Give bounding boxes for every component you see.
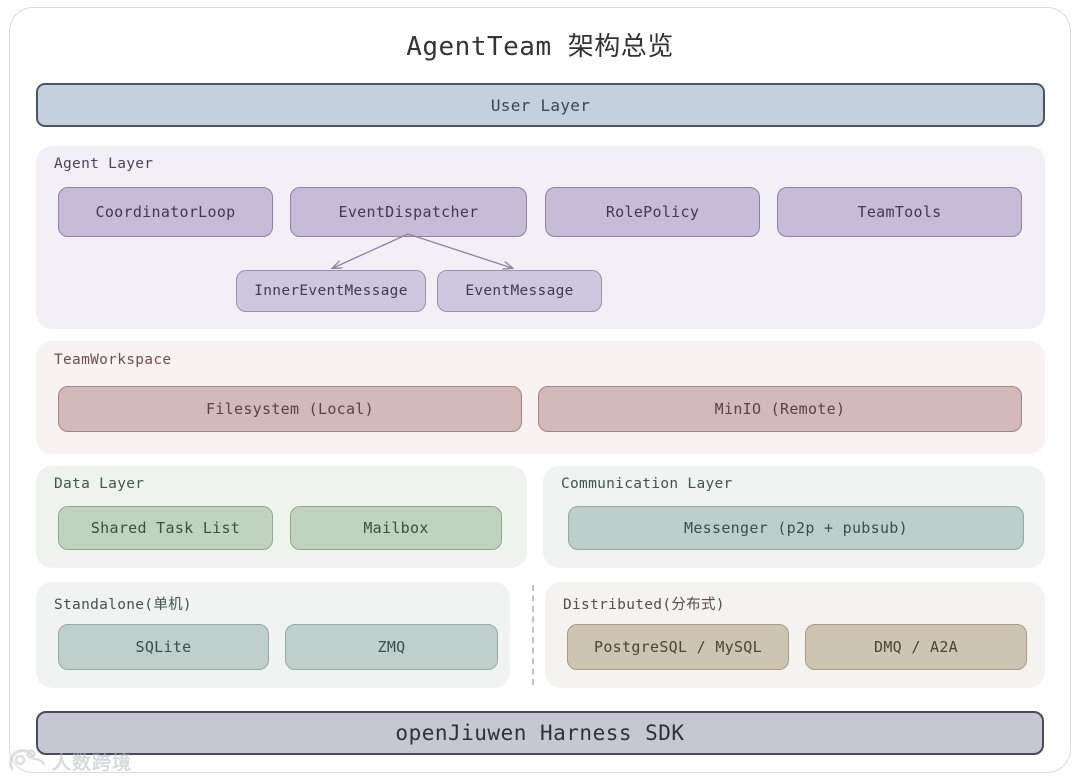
data-layer-label: Data Layer: [54, 476, 145, 492]
node-mailbox[interactable]: Mailbox: [290, 506, 502, 550]
node-shared-task-list[interactable]: Shared Task List: [58, 506, 273, 550]
communication-layer-label: Communication Layer: [561, 476, 733, 492]
node-event-message[interactable]: EventMessage: [437, 270, 602, 312]
node-messenger[interactable]: Messenger (p2p + pubsub): [568, 506, 1024, 550]
sdk-bar[interactable]: openJiuwen Harness SDK: [36, 711, 1044, 755]
node-minio-remote[interactable]: MinIO (Remote): [538, 386, 1022, 432]
deployment-divider: [532, 585, 534, 685]
node-sqlite[interactable]: SQLite: [58, 624, 269, 670]
standalone-group-label: Standalone(单机): [54, 597, 192, 613]
node-postgresql-mysql[interactable]: PostgreSQL / MySQL: [567, 624, 789, 670]
node-dmq-a2a[interactable]: DMQ / A2A: [805, 624, 1027, 670]
node-filesystem-local[interactable]: Filesystem (Local): [58, 386, 522, 432]
node-role-policy[interactable]: RolePolicy: [545, 187, 760, 237]
agent-layer-label: Agent Layer: [54, 156, 154, 172]
page-title: AgentTeam 架构总览: [406, 32, 674, 62]
distributed-group-label: Distributed(分布式): [563, 597, 725, 613]
node-coordinator-loop[interactable]: CoordinatorLoop: [58, 187, 273, 237]
node-inner-event-message[interactable]: InnerEventMessage: [236, 270, 426, 312]
node-event-dispatcher[interactable]: EventDispatcher: [290, 187, 527, 237]
team-workspace-label: TeamWorkspace: [54, 352, 172, 368]
node-team-tools[interactable]: TeamTools: [777, 187, 1022, 237]
user-layer-bar[interactable]: User Layer: [36, 83, 1045, 127]
node-zmq[interactable]: ZMQ: [285, 624, 498, 670]
